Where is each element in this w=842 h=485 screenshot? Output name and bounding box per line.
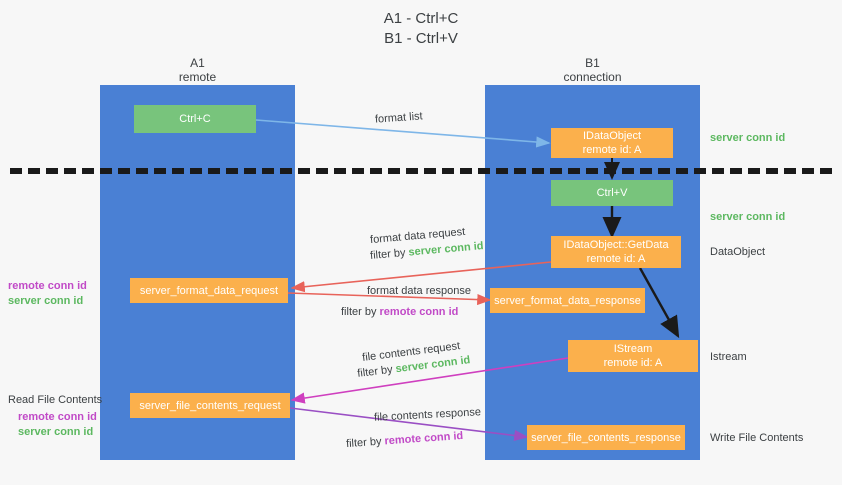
node-istream-remote-id: remote id: A bbox=[603, 357, 663, 369]
node-getdata-label: IDataObject::GetData bbox=[563, 239, 669, 251]
node-idataobject-remote-id: remote id: A bbox=[582, 144, 642, 156]
arrow-label-format-data-response: format data response bbox=[367, 285, 471, 297]
filter-by-text-1: filter by bbox=[369, 246, 410, 262]
label-read-file-contents: Read File Contents bbox=[8, 394, 103, 406]
title-line-1: A1 - Ctrl+C bbox=[383, 10, 459, 27]
lane-header-b1: B1 connection bbox=[485, 56, 700, 84]
label-server-conn-id-1: server conn id bbox=[8, 295, 84, 307]
node-server-file-contents-request[interactable]: server_file_contents_request bbox=[130, 393, 290, 418]
label-server-conn-id-2: server conn id bbox=[18, 426, 94, 438]
label-write-file-contents: Write File Contents bbox=[710, 432, 804, 444]
node-istream-label: IStream bbox=[613, 343, 653, 355]
lane-b1-sub: connection bbox=[563, 70, 622, 84]
lane-header-a1: A1 remote bbox=[100, 56, 295, 84]
node-idataobject-getdata[interactable]: IDataObject::GetData remote id: A bbox=[551, 236, 681, 268]
node-ctrl-v-label: Ctrl+V bbox=[596, 187, 628, 199]
filter-by-text-3: filter by bbox=[356, 363, 397, 380]
label-remote-conn-id-1: remote conn id bbox=[8, 280, 87, 292]
arrow-label-file-contents-response: file contents response bbox=[373, 406, 482, 424]
dashed-separator bbox=[10, 168, 832, 174]
node-idataobject-label: IDataObject bbox=[582, 130, 642, 142]
filter-value-remote-conn-id-1: remote conn id bbox=[379, 306, 459, 318]
label-istream: Istream bbox=[710, 351, 747, 363]
label-dataobject: DataObject bbox=[710, 246, 766, 258]
filter-by-text-2: filter by bbox=[341, 306, 380, 318]
node-server-format-data-request[interactable]: server_format_data_request bbox=[130, 278, 288, 303]
node-getdata-remote-id: remote id: A bbox=[586, 253, 646, 265]
page-title: A1 - Ctrl+C B1 - Ctrl+V bbox=[0, 9, 842, 49]
label-server-conn-id-mid: server conn id bbox=[710, 211, 786, 223]
arrow-label-format-list: format list bbox=[374, 110, 424, 126]
node-server-format-data-response-label: server_format_data_response bbox=[494, 294, 641, 307]
label-server-conn-id-top: server conn id bbox=[710, 132, 786, 144]
node-istream[interactable]: IStream remote id: A bbox=[568, 340, 698, 372]
title-line-2: B1 - Ctrl+V bbox=[384, 30, 458, 47]
node-server-format-data-response[interactable]: server_format_data_response bbox=[490, 288, 645, 313]
lane-a1-name: A1 bbox=[190, 56, 205, 70]
arrow-label-file-contents-response-filter: filter by remote conn id bbox=[346, 429, 464, 452]
lane-a1-sub: remote bbox=[178, 70, 217, 84]
arrow-label-format-data-response-filter: filter by remote conn id bbox=[341, 305, 458, 320]
node-server-file-contents-response[interactable]: server_file_contents_response bbox=[527, 425, 685, 450]
lane-b1-name: B1 bbox=[585, 56, 600, 70]
node-idataobject[interactable]: IDataObject remote id: A bbox=[551, 128, 673, 158]
node-server-format-data-request-label: server_format_data_request bbox=[139, 284, 279, 297]
node-ctrl-c[interactable]: Ctrl+C bbox=[134, 105, 256, 133]
node-ctrl-v[interactable]: Ctrl+V bbox=[551, 180, 673, 206]
label-remote-conn-id-2: remote conn id bbox=[18, 411, 97, 423]
filter-by-text-4: filter by bbox=[345, 435, 385, 451]
node-ctrl-c-label: Ctrl+C bbox=[179, 113, 211, 125]
node-server-file-contents-response-label: server_file_contents_response bbox=[531, 431, 681, 444]
node-server-file-contents-request-label: server_file_contents_request bbox=[139, 399, 281, 412]
filter-value-remote-conn-id-2: remote conn id bbox=[384, 429, 464, 448]
